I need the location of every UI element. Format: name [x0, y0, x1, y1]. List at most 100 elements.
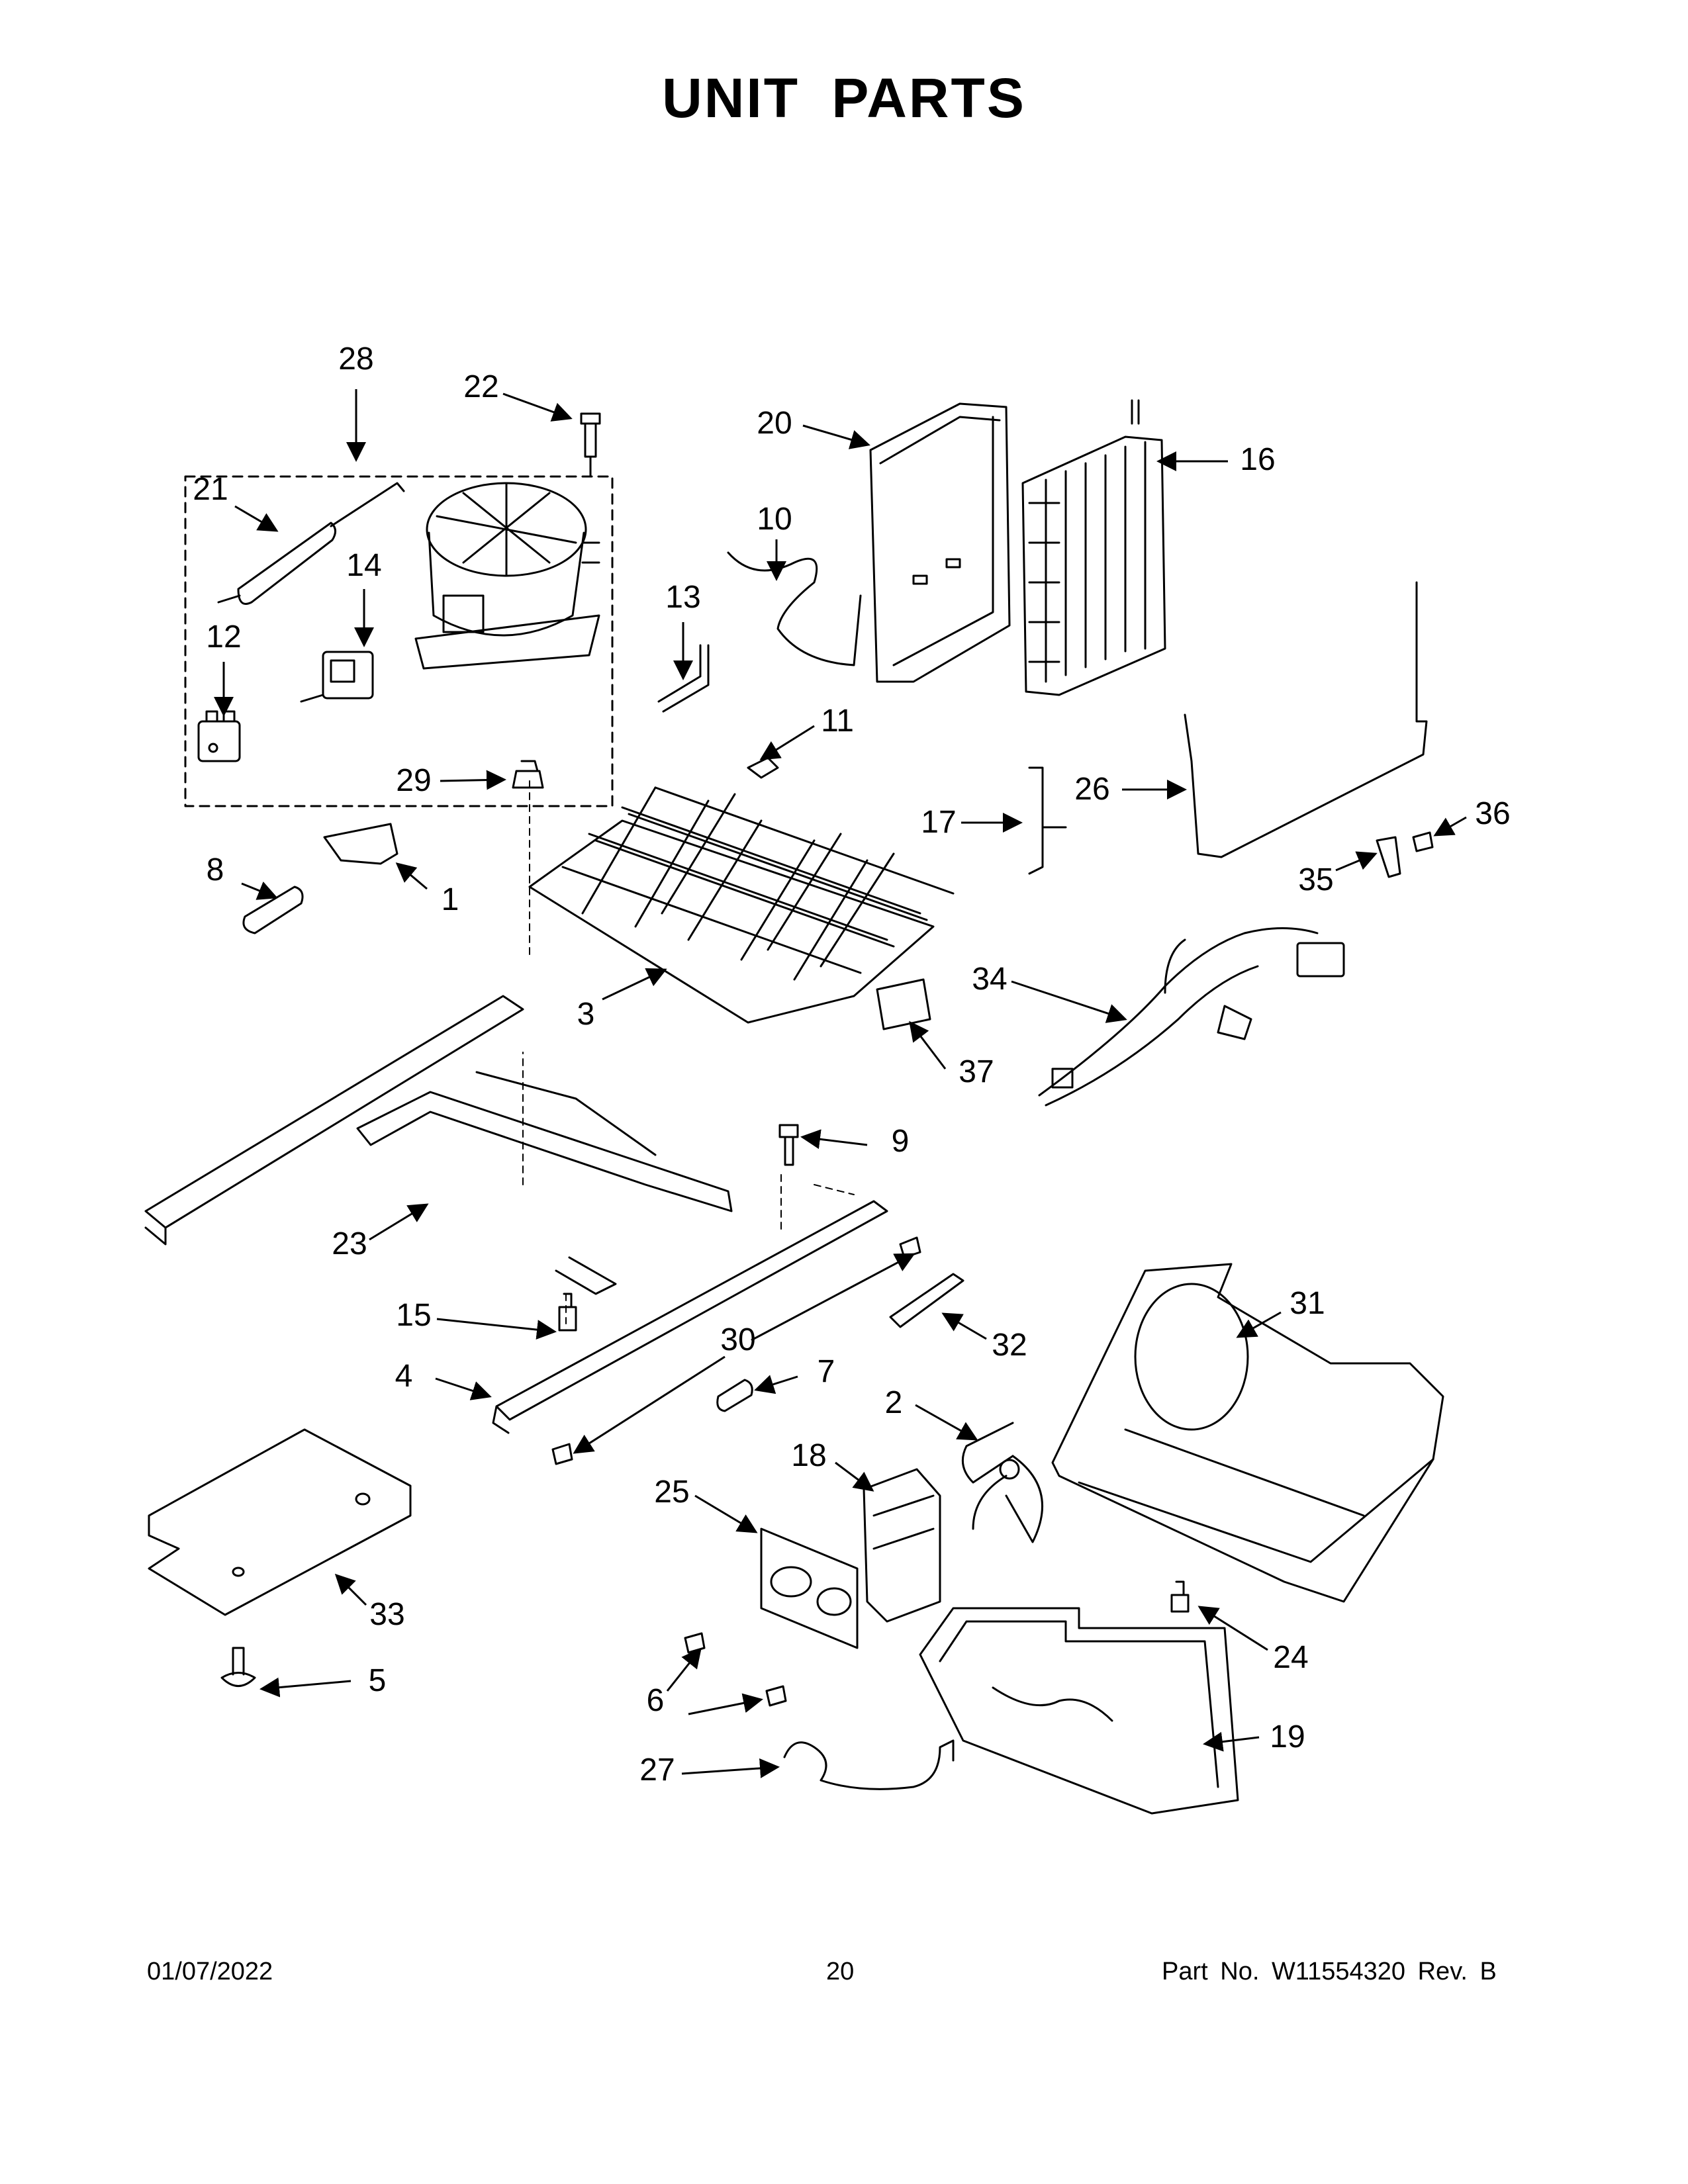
callout-label-17: 17 [921, 805, 956, 840]
arrow-3 [602, 968, 667, 1001]
part-4-rail-drawing [492, 1200, 888, 1434]
callout-label-7: 7 [818, 1354, 835, 1389]
arrow-23 [369, 1203, 429, 1241]
arrow-31 [1236, 1311, 1282, 1338]
arrow-29 [440, 770, 506, 790]
arrow-8 [241, 881, 278, 900]
part-14-relay-drawing [300, 651, 374, 703]
part-19-pan-drawing [919, 1607, 1239, 1815]
part-26-wire-drawing [1184, 581, 1428, 858]
arrow-2 [915, 1404, 978, 1441]
arrow-1 [395, 862, 428, 890]
callout-label-13: 13 [665, 580, 700, 615]
callout-label-34: 34 [972, 962, 1007, 997]
part-8-tube-drawing [242, 886, 304, 934]
footer-page-number: 20 [826, 1958, 855, 1985]
part-27-tube-drawing [783, 1739, 955, 1790]
part-1-bracket-drawing [323, 823, 399, 865]
part-34-harness-drawing [1038, 927, 1345, 1107]
part-15-screw-drawing [558, 1293, 577, 1332]
part-31-panel-drawing [1051, 1263, 1444, 1603]
arrow-19 [1203, 1731, 1260, 1752]
callout-label-21: 21 [193, 472, 228, 507]
arrow-9 [800, 1129, 868, 1150]
callout-label-20: 20 [757, 406, 792, 441]
callout-label-11: 11 [821, 704, 854, 739]
part-10-tube-drawing [727, 551, 862, 666]
part-20-shroud-drawing [869, 402, 1011, 683]
arrow-25 [694, 1494, 758, 1533]
arrow-20 [802, 424, 870, 449]
compressor-kit-box [184, 475, 614, 807]
part-12-overload-drawing [197, 710, 241, 762]
arrow-6b [688, 1693, 763, 1715]
arrow-15 [436, 1318, 557, 1340]
arrow-22 [502, 392, 573, 422]
arrow-37 [909, 1021, 947, 1069]
arrow-11 [759, 725, 815, 760]
callout-label-6: 6 [647, 1683, 665, 1718]
arrow-4 [435, 1377, 492, 1400]
callout-label-24: 24 [1273, 1640, 1308, 1675]
part-2-fan-drawing [961, 1422, 1043, 1543]
callout-label-19: 19 [1270, 1719, 1305, 1754]
part-7-plug-drawing [716, 1379, 753, 1412]
arrow-6a [666, 1647, 702, 1692]
callout-label-31: 31 [1289, 1286, 1325, 1321]
callout-label-26: 26 [1074, 772, 1109, 807]
callout-label-3: 3 [577, 997, 595, 1032]
compressor-drawing [414, 482, 600, 670]
callout-label-2: 2 [885, 1385, 903, 1420]
callout-label-28: 28 [338, 341, 373, 377]
arrow-33 [334, 1573, 367, 1606]
callout-label-23: 23 [332, 1226, 367, 1261]
callout-label-8: 8 [207, 852, 224, 887]
part-3-evaporator-drawing [528, 786, 955, 1024]
part-6-screw-drawing [684, 1632, 706, 1654]
part-30-screw-drawing [899, 1236, 921, 1259]
part-37-board-drawing [876, 978, 931, 1030]
part-29-grommet-drawing [512, 760, 544, 789]
callout-label-35: 35 [1298, 862, 1333, 897]
part-13-tube-drawing [657, 644, 710, 713]
arrow-21 [234, 505, 279, 532]
callout-label-5: 5 [369, 1663, 387, 1698]
callout-label-16: 16 [1240, 442, 1275, 477]
arrow-30-down [573, 1355, 726, 1454]
arrow-36 [1433, 816, 1467, 837]
part-33-cover-drawing [148, 1428, 412, 1616]
arrow-24 [1197, 1606, 1268, 1651]
callout-label-27: 27 [639, 1752, 675, 1788]
part-11-clip-drawing [747, 756, 779, 779]
callout-label-33: 33 [369, 1597, 404, 1632]
part-17-clip-drawing [1028, 766, 1067, 875]
arrow-32 [941, 1312, 987, 1340]
arrow-34 [1011, 980, 1127, 1023]
part-21-drier-drawing [217, 482, 405, 605]
callout-label-22: 22 [463, 369, 498, 404]
callout-label-30: 30 [720, 1322, 755, 1357]
callout-label-9: 9 [892, 1124, 910, 1159]
arrow-18 [835, 1461, 874, 1492]
callout-label-18: 18 [791, 1438, 826, 1473]
arrow-27 [681, 1758, 780, 1778]
footer-part-number: Part No. W11554320 Rev. B [1162, 1958, 1497, 1985]
part-23-frame-drawing [144, 995, 733, 1295]
callout-label-29: 29 [396, 763, 431, 798]
callout-label-12: 12 [206, 619, 241, 655]
part-32-strip-drawing [889, 1273, 964, 1328]
part-16-condenser-drawing [1021, 399, 1166, 696]
callout-label-36: 36 [1475, 796, 1510, 831]
callout-label-1: 1 [442, 882, 459, 917]
part-22-drawing [580, 412, 601, 478]
arrow-30-up [751, 1253, 915, 1342]
part-18-motor-drawing [863, 1468, 941, 1623]
callout-label-4: 4 [395, 1359, 413, 1394]
callout-label-37: 37 [959, 1054, 994, 1089]
footer-date: 01/07/2022 [147, 1958, 273, 1985]
part-25-bracket-drawing [760, 1527, 859, 1649]
arrow-35 [1335, 851, 1378, 872]
callout-label-14: 14 [346, 548, 381, 583]
callout-label-15: 15 [396, 1298, 431, 1333]
